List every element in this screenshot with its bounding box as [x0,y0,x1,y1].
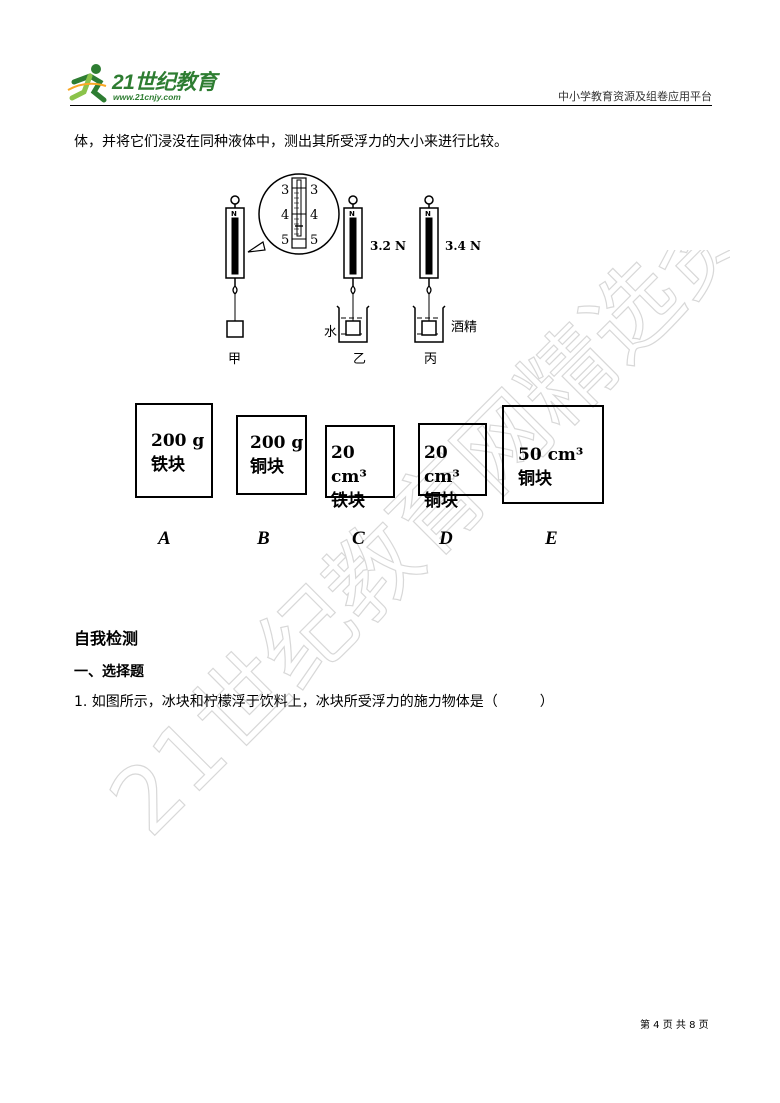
svg-text:5: 5 [281,233,289,248]
magnifier-callout [247,173,340,255]
svg-text:3: 3 [310,183,318,198]
section-title: 自我检测 [74,629,139,648]
label-bing: 丙 [424,352,437,367]
question-1: 1. 如图所示，冰块和柠檬浮于饮料上，冰块所受浮力的施力物体是（ ） [74,694,554,710]
svg-text:N: N [349,210,355,218]
liquid-alcohol: 酒精 [451,320,477,335]
block-label-d: D [439,528,453,549]
reading-yi: 3.2 N [370,239,406,253]
spring-scale-jia [225,195,245,338]
page-number: 第 4 页 共 8 页 [640,1020,709,1031]
block-label-c: C [352,528,365,549]
label-jia: 甲 [228,352,241,367]
logo-runner-icon [66,62,112,108]
block-label-b: B [257,528,270,549]
svg-text:3: 3 [281,183,289,198]
svg-text:N: N [231,210,237,218]
block-label-a: A [158,528,171,549]
svg-text:5: 5 [310,233,318,248]
liquid-water: 水 [324,325,337,340]
header-rule [70,105,712,106]
block-label-e: E [545,528,558,549]
logo-title: 21世纪教育 [112,71,217,94]
reading-bing: 3.4 N [445,239,481,253]
logo-url: www.21cnjy.com [113,92,181,102]
platform-tagline: 中小学教育资源及组卷应用平台 [558,90,712,103]
label-yi: 乙 [353,352,366,367]
subsection-title: 一、选择题 [74,664,144,680]
svg-text:4: 4 [281,208,289,223]
spring-scale-yi [336,195,370,343]
intro-line: 体，并将它们浸没在同种液体中，测出其所受浮力的大小来进行比较。 [74,134,508,150]
svg-text:4: 4 [310,208,318,223]
svg-text:N: N [425,210,431,218]
spring-scale-figure: N 3 4 5 3 4 5 [225,173,481,367]
spring-scale-bing [412,195,446,343]
